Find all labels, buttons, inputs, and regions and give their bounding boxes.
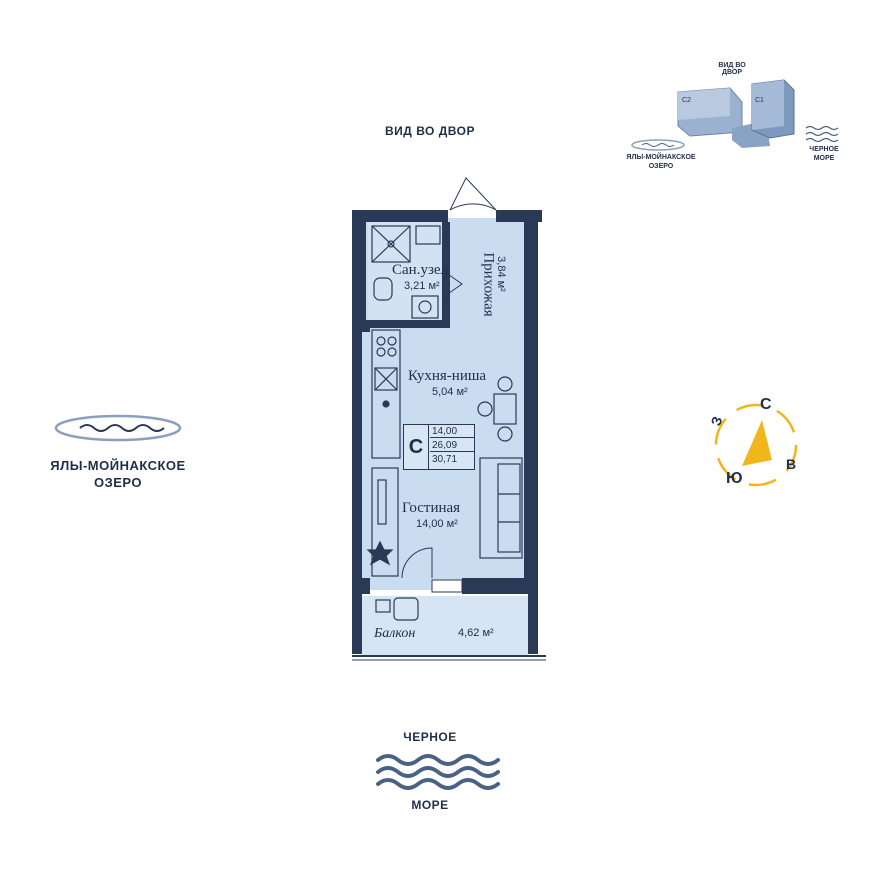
apartment-total-with-balcony: 30,71 (432, 454, 458, 465)
sea-label-bottom: МОРЕ (411, 798, 449, 812)
compass-north-label: С (760, 396, 772, 413)
lake-label-line1: ЯЛЫ-МОЙНАКСКОЕ (50, 458, 186, 473)
living-area: 14,00 м² (416, 518, 458, 530)
minimap-lake-line2: ОЗЕРО (648, 163, 674, 170)
living-name: Гостиная (402, 500, 461, 516)
compass-east-label: В (786, 456, 797, 472)
hallway-name: Прихожая (480, 252, 497, 317)
minimap-c2-label: С2 (682, 97, 691, 104)
bathroom-name: Сан.узел (392, 262, 449, 278)
sea-label-top: ЧЕРНОЕ (403, 730, 457, 744)
minimap-lake-line1: ЯЛЫ-МОЙНАКСКОЕ (626, 154, 696, 161)
compass-south-label: Ю (726, 470, 743, 487)
apartment-living-area: 14,00 (430, 426, 474, 438)
kitchen-name: Кухня-ниша (408, 368, 487, 384)
view-courtyard-label: ВИД ВО ДВОР (385, 124, 475, 138)
minimap-sea-line1: ЧЕРНОЕ (809, 146, 839, 153)
balcony-name: Балкон (374, 626, 416, 641)
hallway-area: 3,84 м² (495, 256, 507, 292)
apartment-total-area: 26,09 (430, 440, 474, 452)
lake-label-line2: ОЗЕРО (93, 475, 143, 490)
kitchen-area: 5,04 м² (432, 386, 468, 398)
bathroom-area: 3,21 м² (404, 280, 440, 292)
minimap-view-label: ВИД ВО ДВОР (718, 62, 746, 76)
minimap-sea-line2: МОРЕ (813, 155, 835, 162)
apartment-badge: С 14,00 26,09 30,71 (403, 424, 475, 470)
minimap-c1-label: С1 (755, 97, 764, 104)
balcony-area: 4,62 м² (458, 627, 494, 639)
compass-west-label: З (707, 414, 726, 428)
apartment-type: С (404, 425, 429, 469)
